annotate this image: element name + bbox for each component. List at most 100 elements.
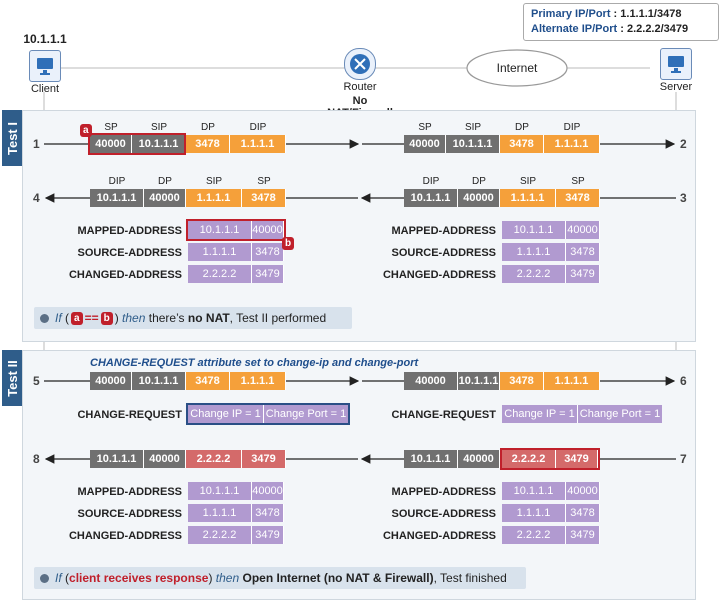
- client-node: 10.1.1.1 Client: [20, 32, 70, 95]
- alternate-value: : 2.2.2.2/3479: [620, 23, 689, 35]
- changed-source-box: [500, 448, 600, 470]
- highlight-b-box: [186, 219, 286, 241]
- attr-value-cell: 1.1.1.1: [502, 504, 566, 522]
- note-paren: ): [114, 311, 119, 325]
- step-number: 5: [33, 374, 40, 388]
- note-then: then: [122, 311, 146, 325]
- packet-cell: 10.1.1.1: [404, 189, 458, 207]
- packet-cell: 3479: [556, 450, 598, 468]
- router-icon: [344, 48, 376, 80]
- change-value-cell: Change Port = 1: [578, 405, 662, 423]
- attr-value-cell: 3479: [252, 526, 284, 544]
- header-label: DP: [158, 176, 172, 187]
- packet-cell: 40000: [458, 189, 500, 207]
- packet-cell: 10.1.1.1: [404, 450, 458, 468]
- attr-value-cell: 2.2.2.2: [502, 265, 566, 283]
- attr-value-cell: 2.2.2.2: [188, 265, 252, 283]
- attr-label: SOURCE-ADDRESS: [77, 508, 182, 520]
- step-number: 1: [33, 137, 40, 151]
- header-label: DIP: [563, 122, 581, 133]
- header-label: SIP: [519, 176, 537, 187]
- header-label: DIP: [422, 176, 440, 187]
- client-ip: 10.1.1.1: [23, 32, 67, 46]
- step-number: 7: [680, 452, 687, 466]
- primary-key: Primary IP/Port: [531, 8, 611, 20]
- attr-value-cell: 10.1.1.1: [188, 482, 252, 500]
- attr-value-cell: 1.1.1.1: [188, 504, 252, 522]
- note-paren: (: [65, 311, 70, 325]
- attr-value-cell: 1.1.1.1: [188, 243, 252, 261]
- packet-cell: 1.1.1.1: [500, 189, 556, 207]
- attr-label: MAPPED-ADDRESS: [391, 225, 496, 237]
- bullet-icon: [40, 573, 49, 583]
- packet-cell: 3478: [186, 135, 230, 153]
- highlight-a-box: [88, 133, 186, 155]
- packet-cell: 10.1.1.1: [458, 372, 500, 390]
- packet-cell: 10.1.1.1: [90, 189, 144, 207]
- attr-value-cell: 1.1.1.1: [502, 243, 566, 261]
- note-condition: client receives response: [69, 571, 209, 585]
- primary-value: : 1.1.1.1/3478: [613, 8, 682, 20]
- attr-label: CHANGED-ADDRESS: [382, 530, 496, 542]
- header-label: SIP: [205, 176, 223, 187]
- packet-cell: 10.1.1.1: [446, 135, 500, 153]
- attr-value-cell: 3478: [566, 243, 600, 261]
- header-label: SIP: [150, 122, 168, 133]
- packet-cell: 1.1.1.1: [544, 135, 600, 153]
- bullet-icon: [40, 313, 49, 323]
- badge-a: a: [71, 311, 83, 325]
- attr-value-cell: 40000: [566, 221, 600, 239]
- header-label: DP: [515, 122, 529, 133]
- header-label: SP: [257, 176, 271, 187]
- packet-cell: 3478: [242, 189, 286, 207]
- packet-cell: 40000: [90, 372, 132, 390]
- computer-icon: [660, 48, 692, 80]
- note-if: If: [55, 311, 62, 325]
- internet-label: Internet: [496, 61, 538, 75]
- change-value-cell: Change IP = 1: [502, 405, 578, 423]
- step-number: 8: [33, 452, 40, 466]
- router-label: Router: [343, 81, 377, 93]
- attr-label: SOURCE-ADDRESS: [391, 247, 496, 259]
- attr-value-cell: 10.1.1.1: [502, 221, 566, 239]
- packet-cell: 1.1.1.1: [230, 135, 286, 153]
- attr-label: CHANGED-ADDRESS: [68, 530, 182, 542]
- attr-label: SOURCE-ADDRESS: [391, 508, 496, 520]
- packet-cell: 40000: [404, 372, 458, 390]
- attr-value-cell: 40000: [566, 482, 600, 500]
- packet-cell: 40000: [458, 450, 500, 468]
- test2-tab: Test II: [2, 350, 22, 406]
- attr-value-cell: 2.2.2.2: [502, 526, 566, 544]
- attr-value-cell: 40000: [252, 482, 284, 500]
- change-request-label: CHANGE-REQUEST: [391, 409, 496, 421]
- note-eq: ==: [84, 311, 99, 325]
- note-bold: no NAT: [187, 311, 230, 325]
- header-label: SP: [104, 122, 118, 133]
- note-text: , Test II performed: [229, 311, 327, 325]
- packet-cell: 2.2.2.2: [502, 450, 556, 468]
- alternate-key: Alternate IP/Port: [531, 23, 618, 35]
- server-callout: Primary IP/Port : 1.1.1.1/3478 Alternate…: [523, 3, 719, 41]
- packet-cell: 1.1.1.1: [186, 189, 242, 207]
- attr-value-cell: 3478: [252, 243, 284, 261]
- packet-cell: 2.2.2.2: [186, 450, 242, 468]
- step-number: 4: [33, 191, 40, 205]
- attr-label: CHANGED-ADDRESS: [382, 269, 496, 281]
- packet-cell: 10.1.1.1: [132, 372, 186, 390]
- header-label: DP: [201, 122, 215, 133]
- packet-cell: 3478: [556, 189, 600, 207]
- attr-value-cell: 3479: [566, 265, 600, 283]
- computer-icon: [29, 50, 61, 82]
- note-if: If: [55, 571, 62, 585]
- attr-value-cell: 3478: [566, 504, 600, 522]
- attr-value-cell: 2.2.2.2: [188, 526, 252, 544]
- attr-value-cell: 3479: [252, 265, 284, 283]
- badge-a: a: [80, 124, 92, 137]
- header-label: DIP: [249, 122, 267, 133]
- note-then: then: [215, 571, 240, 585]
- header-label: SIP: [464, 122, 482, 133]
- client-label: Client: [30, 83, 60, 95]
- change-request-box: [186, 403, 350, 425]
- server-label: Server: [659, 81, 693, 93]
- header-label: DP: [472, 176, 486, 187]
